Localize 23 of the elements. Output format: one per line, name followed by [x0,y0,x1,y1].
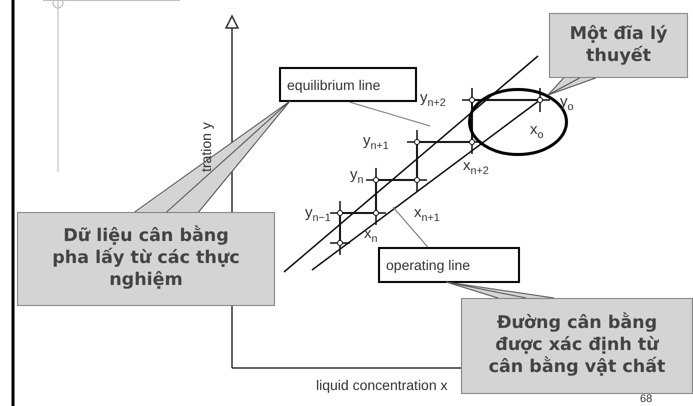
leader-line [548,78,580,96]
line-label: operating line [386,257,470,273]
line-label: equilibrium line [287,76,380,92]
label-box [279,67,417,102]
callout-text: Dữ liệu cân bằng pha lấy từ các thực nghiệm [51,226,241,292]
callout-text: Một đĩa lý thuyết [568,24,668,68]
axis-label: liquid concentration x [316,378,448,392]
label-box [378,247,520,283]
point-label: y$_{n−1}$ [305,205,331,224]
callout-text: Đường cân bằng được xác định từ cân bằng vật chất [488,313,666,379]
point-label: x$_{n}$ [364,226,378,245]
point-label: x$_{o}$ [530,122,544,141]
point-label: y$_{n}$ [350,167,364,186]
page-number: 68 [640,394,652,405]
leader-line [392,206,428,248]
point-label: y$_{n+1}$ [363,133,389,152]
point-label: y$_{n+2}$ [420,90,446,109]
point-label: x$_{n+1}$ [414,205,440,224]
axis-label: tration y [198,122,214,172]
point-label: y$_{o}$ [560,94,574,113]
leader-line [348,102,430,126]
callout-box [17,212,275,306]
point-label: x$_{n+2}$ [463,158,489,177]
